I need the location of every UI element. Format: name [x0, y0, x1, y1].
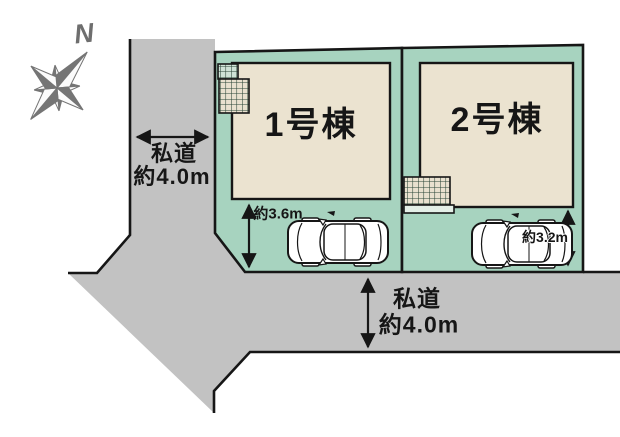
left-road-width-label: 約4.0m	[133, 164, 211, 189]
building-1-label: 1号棟	[264, 106, 358, 144]
building-2-entrance-hatch	[403, 176, 455, 214]
building-2-label: 2号棟	[450, 101, 544, 139]
lot-2-parking-depth-label: 約3.2m	[522, 229, 568, 245]
road-edge-bottom	[212, 350, 620, 413]
building-1-entrance-hatch	[217, 63, 250, 114]
road-edge-left	[68, 39, 132, 275]
compass-rose-icon	[30, 51, 88, 120]
building-1-footprint	[230, 61, 392, 201]
lot-1-parking-depth-label: 約3.6m	[253, 205, 303, 223]
bottom-road-type-label: 私道	[393, 285, 441, 312]
compass-north-label: N	[72, 17, 96, 50]
bottom-road-width-label: 約4.0m	[378, 311, 460, 338]
left-road-type-label: 私道	[150, 141, 198, 166]
